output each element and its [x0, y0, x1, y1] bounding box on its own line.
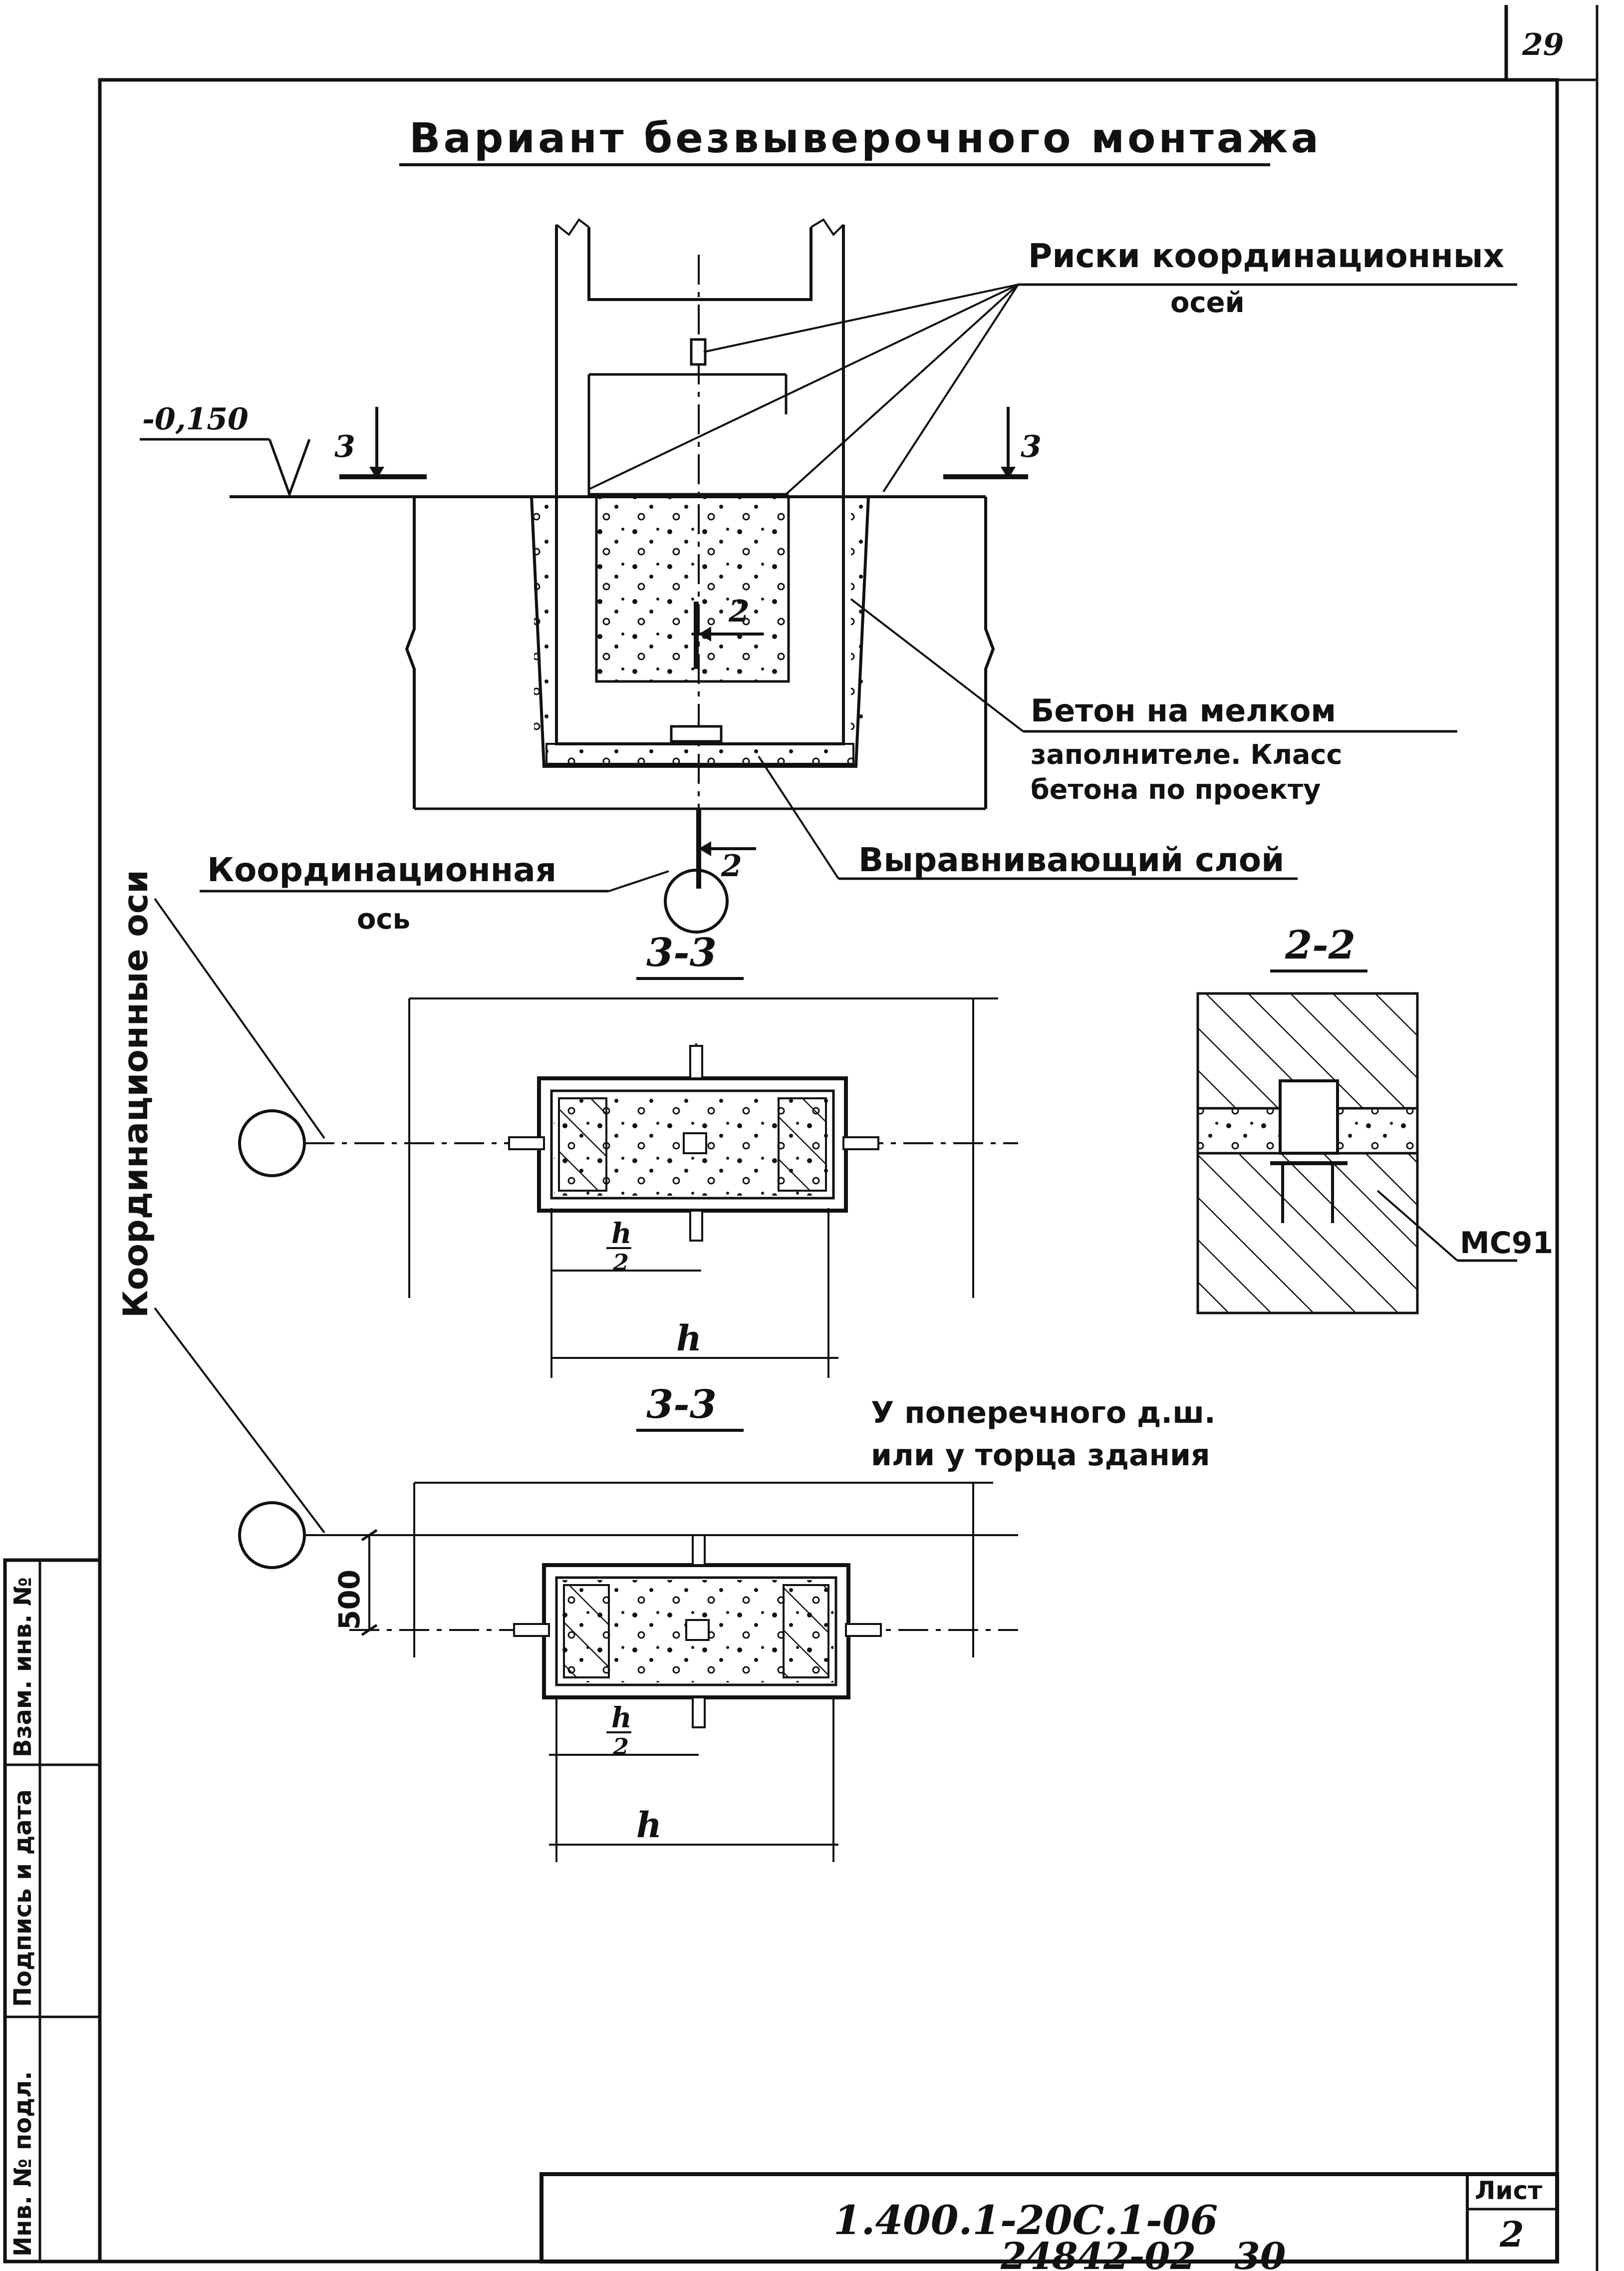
dim-500: 500 [332, 1570, 366, 1630]
leveling-label: Выравнивающий слой [858, 841, 1284, 879]
level-mark: -0,150 [142, 402, 249, 437]
section-2-2-title: 2-2 [1285, 923, 1355, 968]
risks-label-2: осей [1170, 287, 1245, 319]
coord-axis-label-1: Координационная [207, 851, 556, 889]
section-3-3-title-upper: 3-3 [646, 930, 717, 975]
side-stamp: Инв. № подл. Подпись и дата Взам. инв. № [3, 1558, 102, 2264]
risks-label-1: Риски координационных [1028, 237, 1504, 275]
section-3-3-upper: 3-3 h 2 h [238, 930, 1018, 1378]
foundation-section: -0,150 3 3 2 2 [140, 218, 1042, 934]
transverse-label-2: или у торца здания [871, 1438, 1210, 1473]
dim-h-lower: h [636, 1804, 662, 1846]
title-block: 1.400.1-20С.1-06 Лист 2 [540, 2172, 1559, 2264]
coord-axes-vertical-label: Координационные оси [116, 870, 156, 1318]
section-3-3-lower: 3-3 У поперечного д.ш. или у торца здани… [238, 1382, 1216, 1862]
dim-h-half-den-lower: 2 [612, 1733, 629, 1760]
page-number: 29 [1522, 27, 1564, 62]
section-2-bottom: 2 [721, 849, 742, 884]
dim-h-half-num-upper: h [611, 1217, 632, 1250]
risks-callout: Риски координационных осей [588, 237, 1517, 495]
section-2-2: 2-2 МС91 [1196, 923, 1553, 1314]
section-3-3-title-lower: 3-3 [646, 1382, 717, 1427]
dim-h-half-den-upper: 2 [612, 1249, 629, 1276]
title-block-code: 1.400.1-20С.1-06 [833, 2197, 1218, 2244]
sheet-label: Лист [1475, 2176, 1542, 2205]
section-3-right: 3 [1021, 429, 1042, 464]
mark-mc91: МС91 [1460, 1226, 1553, 1261]
concrete-label-3: бетона по проекту [1031, 774, 1321, 805]
concrete-callout: Бетон на мелком заполнителе. Класс бетон… [850, 598, 1457, 805]
dim-h-upper: h [676, 1317, 702, 1359]
leveling-callout: Выравнивающий слой [758, 755, 1298, 880]
coord-axes-leaders [154, 898, 325, 1534]
stamp-vzam: Взам. инв. № [9, 1577, 37, 1757]
concrete-label-2: заполнителе. Класс [1031, 739, 1342, 770]
stamp-inv-podl: Инв. № подл. [9, 2071, 37, 2257]
coord-axis-label-2: ось [357, 903, 410, 936]
transverse-label-1: У поперечного д.ш. [871, 1395, 1216, 1430]
footer-code: 24842-02 30 [1000, 2235, 1286, 2271]
concrete-label-1: Бетон на мелком [1031, 692, 1336, 729]
section-2-inner: 2 [728, 594, 750, 629]
sheet-number: 2 [1499, 2214, 1524, 2255]
dim-h-half-num-lower: h [611, 1701, 632, 1734]
coord-axis-callout: Координационная ось [200, 851, 669, 936]
stamp-podpis: Подпись и дата [9, 1789, 37, 2007]
drawing-title: Вариант безвыверочного монтажа [409, 115, 1322, 162]
section-3-left: 3 [334, 429, 355, 464]
